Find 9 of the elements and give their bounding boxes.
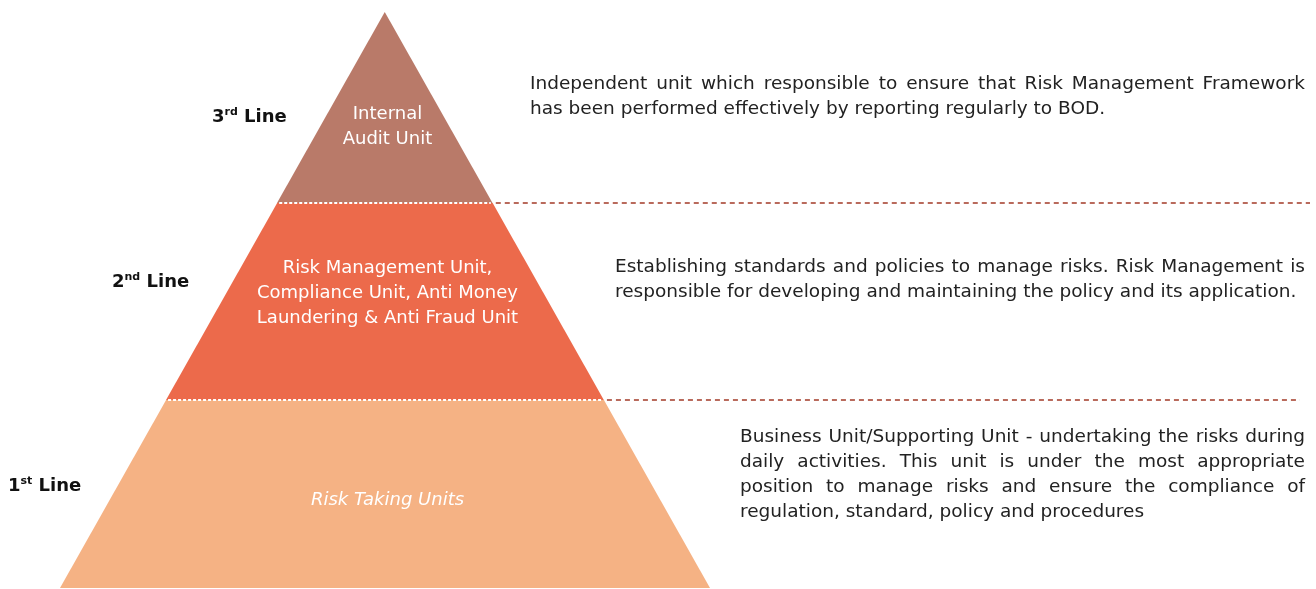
tier-label: Risk Taking Units	[309, 487, 466, 511]
description-text: Business Unit/Supporting Unit - undertaking the risks during daily activities. This unit is under the most appropriate position to manage risks and ensure the compliance of regulation, standard, policy and procedures	[740, 424, 1305, 523]
tier-label: Internal Audit Unit	[341, 101, 434, 150]
line-label: 1$^{st}$ Line	[8, 474, 82, 495]
description-text: Independent unit which responsible to ensure that Risk Management Framework has been performed effectively by reporting regularly to BOD.	[530, 71, 1305, 120]
description-text: Establishing standards and policies to manage risks. Risk Management is responsible for developing and maintaining the policy and its application.	[615, 254, 1305, 303]
line-label: 2$^{nd}$ Line	[112, 270, 190, 291]
line-label: 3$^{rd}$ Line	[212, 105, 287, 126]
tier-label: Risk Management Unit, Compliance Unit, Anti Money Laundering & Anti Fraud Unit	[255, 255, 520, 329]
